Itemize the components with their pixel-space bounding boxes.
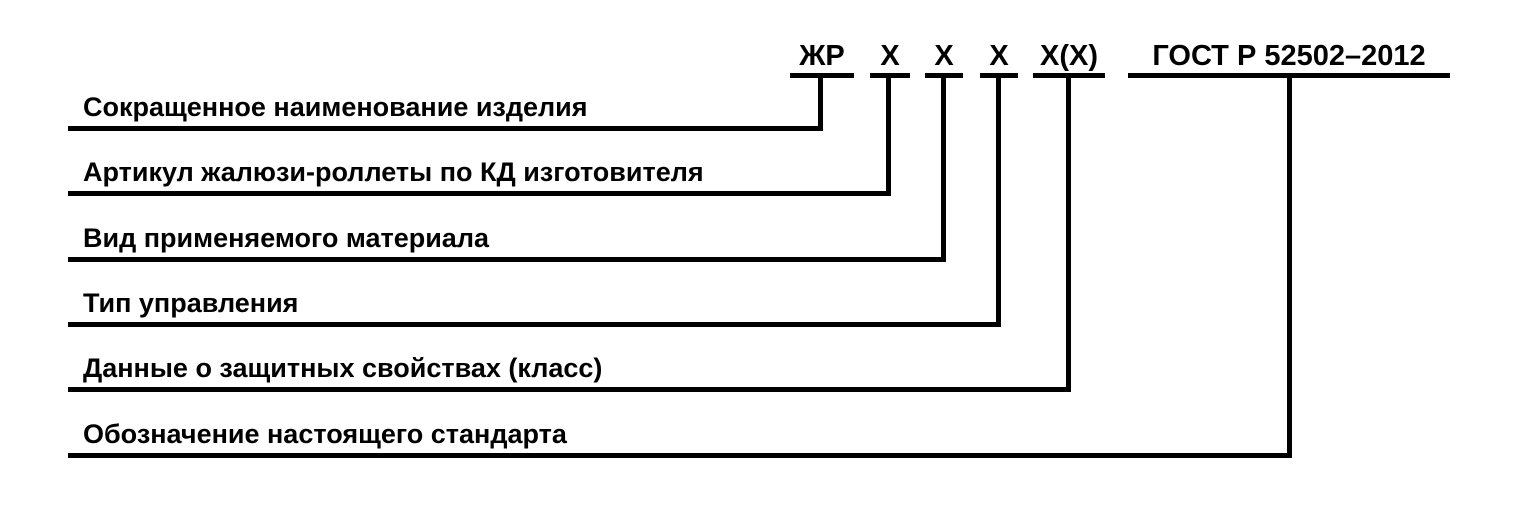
- connector-vertical-standard-designation: [1287, 77, 1292, 458]
- row-label-product-abbreviation: Сокращенное наименование изделия: [83, 92, 588, 122]
- leader-line-standard-designation: [68, 453, 1292, 458]
- code-part-text: ГОСТ Р 52502–2012: [1152, 40, 1426, 72]
- connector-vertical-protection-class: [1066, 77, 1071, 392]
- code-part-text: Х: [989, 40, 1009, 72]
- code-part-standard-designation: ГОСТ Р 52502–2012: [1128, 36, 1450, 78]
- code-part-material: Х: [925, 36, 963, 78]
- code-part-text: Х(Х): [1040, 40, 1098, 72]
- code-part-text: Х: [880, 40, 900, 72]
- leader-line-control-type: [68, 322, 1001, 327]
- connector-vertical-article: [886, 77, 891, 196]
- row-label-standard-designation: Обозначение настоящего стандарта: [83, 419, 567, 449]
- leader-line-protection-class: [68, 387, 1071, 392]
- code-part-text: Х: [934, 40, 954, 72]
- connector-vertical-product-abbreviation: [818, 77, 823, 131]
- row-label-material: Вид применяемого материала: [83, 223, 489, 253]
- row-label-article: Артикул жалюзи-роллеты по КД изготовител…: [83, 157, 704, 187]
- leader-line-article: [68, 191, 891, 196]
- code-part-protection-class: Х(Х): [1033, 36, 1105, 78]
- row-label-protection-class: Данные о защитных свойствах (класс): [83, 353, 603, 383]
- row-label-control-type: Тип управления: [83, 288, 299, 318]
- code-part-text: ЖР: [799, 40, 845, 72]
- code-part-control-type: Х: [980, 36, 1018, 78]
- code-part-product-abbreviation: ЖР: [790, 36, 854, 78]
- leader-line-product-abbreviation: [68, 126, 823, 131]
- leader-line-material: [68, 257, 946, 262]
- connector-vertical-material: [941, 77, 946, 262]
- code-part-article: Х: [870, 36, 910, 78]
- connector-vertical-control-type: [996, 77, 1001, 327]
